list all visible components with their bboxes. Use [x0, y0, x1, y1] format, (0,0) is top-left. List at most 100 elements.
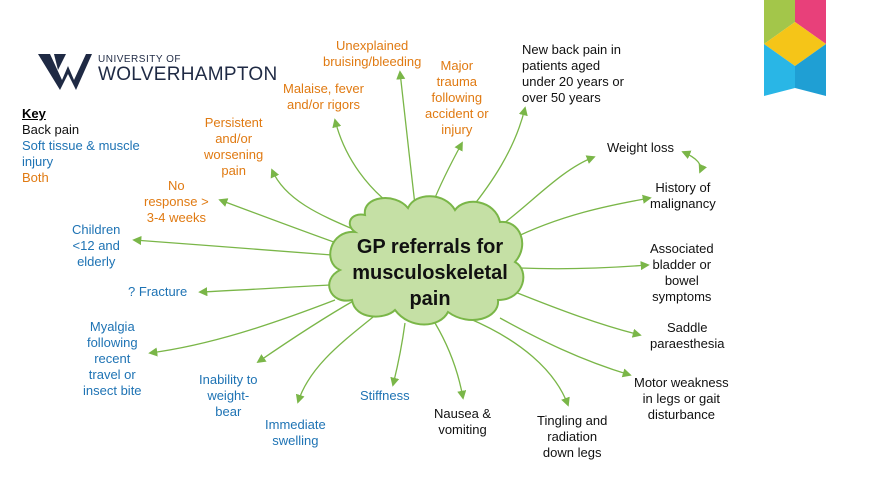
center-cloud — [328, 195, 525, 326]
logo-line1: UNIVERSITY OF — [98, 54, 181, 65]
arrow-immediate — [295, 312, 379, 404]
label-children: Children <12 and elderly — [72, 222, 120, 270]
label-motor-weakness: Motor weakness in legs or gait disturban… — [634, 375, 729, 423]
label-line: bruising/bleeding — [323, 54, 422, 69]
arrow-motor — [499, 317, 632, 378]
arrow-malaise — [332, 118, 396, 209]
label-line: Tingling and — [537, 413, 608, 428]
label-line: accident or — [425, 106, 489, 121]
label-line: Immediate — [265, 417, 326, 432]
label-line: Myalgia — [89, 319, 135, 334]
key-back-pain: Back pain — [22, 122, 80, 137]
university-logo: UNIVERSITY OF WOLVERHAMPTON — [36, 50, 277, 90]
center-title-line2: musculoskeletal — [352, 262, 508, 284]
label-line: Motor weakness — [634, 375, 729, 390]
label-line: Inability to — [199, 372, 258, 387]
label-line: vomiting — [438, 422, 487, 437]
label-line: ? Fracture — [128, 284, 188, 299]
label-line: under 20 years or — [522, 74, 624, 89]
key-title: Key — [22, 106, 46, 121]
label-line: Nausea & — [434, 406, 492, 421]
arrow-weight-loss-link — [681, 150, 708, 174]
label-line: No — [168, 178, 185, 193]
label-line: bowel — [664, 273, 699, 288]
label-line: radiation — [547, 429, 598, 444]
arrow-weight-loss — [494, 155, 596, 231]
label-line: Children — [72, 222, 121, 237]
arrow-no-response — [218, 198, 343, 246]
label-immediate-swelling: Immediate swelling — [265, 417, 326, 449]
arrow-history — [509, 194, 652, 241]
key-soft-tissue-line2: injury — [22, 154, 54, 169]
legend-key: Key Back pain Soft tissue & muscle injur… — [22, 106, 140, 186]
label-line: weight- — [207, 388, 250, 403]
label-fracture: ? Fracture — [128, 284, 187, 300]
label-line: malignancy — [650, 196, 716, 211]
label-line: Major — [440, 58, 474, 73]
center-title-line1: GP referrals for — [356, 236, 504, 258]
label-line: pain — [221, 163, 246, 178]
wolf-logo-icon — [38, 54, 92, 90]
label-line: following — [86, 335, 138, 350]
center-title: GP referrals for musculoskeletal pain — [340, 234, 520, 312]
corner-decoration-icon — [764, 0, 826, 96]
label-line: Stiffness — [360, 388, 410, 403]
key-both: Both — [22, 170, 49, 185]
label-line: insect bite — [83, 383, 142, 398]
label-line: Saddle — [666, 320, 708, 335]
label-weight-loss: Weight loss — [607, 140, 674, 156]
label-line: History of — [655, 180, 711, 195]
label-line: elderly — [77, 254, 116, 269]
arrow-tingling — [467, 317, 570, 407]
logo-line2: WOLVERHAMPTON — [98, 64, 278, 85]
label-line: paraesthesia — [650, 336, 725, 351]
label-no-response: No response > 3-4 weeks — [144, 178, 209, 226]
label-line: New back pain in — [522, 42, 621, 57]
label-line: bladder or — [652, 257, 712, 272]
label-line: down legs — [542, 445, 602, 460]
arrow-major-trauma — [431, 141, 463, 206]
center-title-line3: pain — [409, 288, 451, 310]
arrow-persistent — [270, 168, 356, 231]
label-line: recent — [94, 351, 131, 366]
key-soft-tissue-line1: Soft tissue & muscle — [22, 138, 140, 153]
arrow-inability — [256, 299, 356, 364]
label-line: trauma — [436, 74, 478, 89]
label-line: <12 and — [72, 238, 120, 253]
label-line: disturbance — [647, 407, 715, 422]
label-line: symptoms — [652, 289, 712, 304]
label-line: patients aged — [522, 58, 601, 73]
label-line: injury — [441, 122, 473, 137]
arrow-fracture — [198, 284, 331, 297]
label-line: in legs or gait — [642, 391, 720, 406]
label-line: Malaise, fever — [283, 81, 364, 96]
label-line: travel or — [88, 367, 136, 382]
label-line: Unexplained — [336, 38, 409, 53]
label-line: Weight loss — [607, 140, 674, 155]
label-stiffness: Stiffness — [360, 388, 410, 404]
label-line: worsening — [204, 147, 264, 162]
label-line: and/or rigors — [286, 97, 360, 112]
label-line: 3-4 weeks — [146, 210, 206, 225]
arrow-children — [132, 236, 333, 256]
label-new-back-pain: New back pain in patients aged under 20 … — [522, 42, 624, 106]
label-inability: Inability to weight- bear — [199, 372, 258, 420]
label-nausea: Nausea & vomiting — [434, 406, 491, 438]
arrow-stiffness — [390, 322, 406, 387]
arrow-nausea — [434, 322, 467, 400]
label-line: over 50 years — [522, 90, 601, 105]
label-line: following — [431, 90, 483, 105]
label-persistent: Persistent and/or worsening pain — [204, 115, 263, 179]
arrow-myalgia — [148, 299, 336, 357]
label-line: swelling — [272, 433, 319, 448]
label-myalgia: Myalgia following recent travel or insec… — [83, 319, 142, 399]
label-unexplained: Unexplained bruising/bleeding — [323, 38, 421, 70]
label-saddle: Saddle paraesthesia — [650, 320, 724, 352]
label-line: and/or — [215, 131, 253, 146]
label-malaise: Malaise, fever and/or rigors — [283, 81, 364, 113]
label-line: Associated — [650, 241, 714, 256]
arrow-associated — [519, 261, 650, 271]
label-line: bear — [215, 404, 242, 419]
label-associated: Associated bladder or bowel symptoms — [650, 241, 714, 305]
